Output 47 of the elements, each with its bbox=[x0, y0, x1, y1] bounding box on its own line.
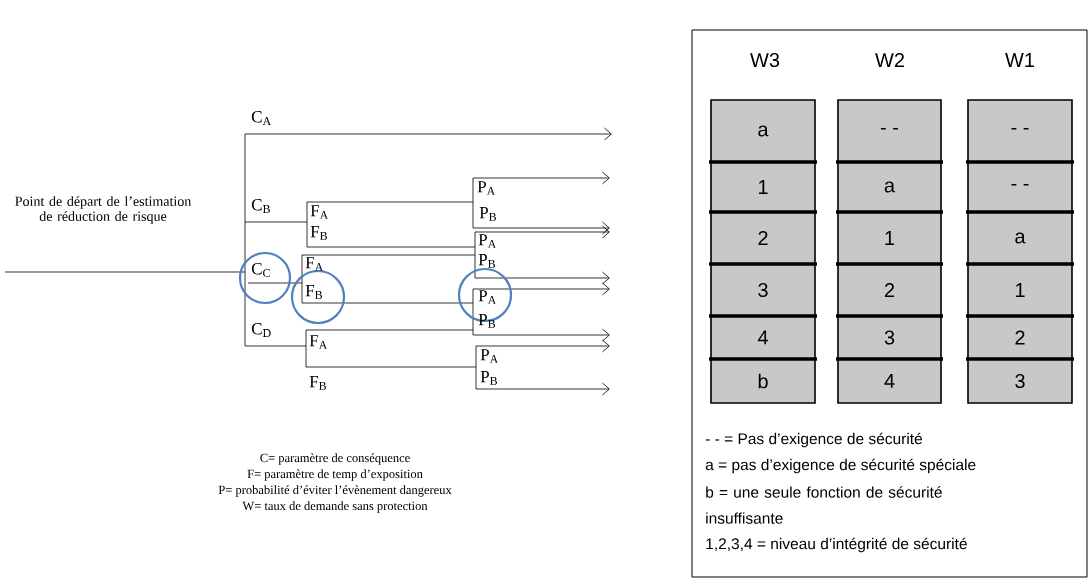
branch-label: P$_{A}$ bbox=[478, 234, 497, 248]
branch-label: P$_{B}$ bbox=[480, 371, 497, 385]
table-cell: - - bbox=[967, 99, 1073, 163]
table-cell: - - bbox=[837, 99, 942, 163]
branch-label: C$_{C}$ bbox=[251, 263, 270, 277]
table-cell: 1 bbox=[710, 161, 816, 213]
table-cell: a bbox=[967, 211, 1073, 265]
table-cell: 1 bbox=[967, 263, 1073, 317]
branch-label: F$_{A}$ bbox=[310, 205, 329, 219]
table-cell: 4 bbox=[837, 358, 942, 404]
branch-label: C$_{D}$ bbox=[251, 323, 271, 337]
table-cell: 1 bbox=[837, 211, 942, 265]
branch-label: P$_{A}$ bbox=[480, 349, 499, 363]
table-cell: - - bbox=[967, 161, 1073, 213]
note-text: P= probabilité d’éviter l’évènement dangereux bbox=[218, 485, 452, 497]
branch-label: F$_{B}$ bbox=[305, 285, 322, 299]
table-cell: 3 bbox=[837, 315, 942, 360]
branch-label: P$_{B}$ bbox=[478, 254, 495, 268]
table-cell: a bbox=[837, 161, 942, 213]
table-cell: a bbox=[710, 99, 816, 163]
note-text: C= paramètre de conséquence bbox=[260, 453, 410, 465]
key-text: a = pas d’exigence de sécurité spéciale bbox=[705, 458, 976, 474]
table-cell: 3 bbox=[967, 358, 1073, 404]
column-heading: W2 bbox=[875, 53, 904, 67]
branch-label: F$_{B}$ bbox=[309, 376, 326, 390]
branch-label: P$_{B}$ bbox=[479, 207, 496, 221]
key-text: b = une seule fonction de sécurité insuffisante bbox=[706, 486, 942, 524]
table-cell: 2 bbox=[710, 211, 816, 265]
branch-label: C$_{A}$ bbox=[251, 111, 272, 125]
note-text: W= taux de demande sans protection bbox=[242, 501, 428, 513]
table-cell: 2 bbox=[967, 315, 1073, 360]
branch-label: F$_{A}$ bbox=[305, 257, 324, 271]
table-cell: 2 bbox=[837, 263, 942, 317]
branch-label: P$_{A}$ bbox=[477, 181, 496, 195]
branch-label: C$_{B}$ bbox=[251, 199, 270, 213]
start-label: Point de départ de l’estimation de réduction de risque bbox=[15, 196, 192, 224]
column-heading: W1 bbox=[1005, 53, 1034, 67]
branch-label: F$_{A}$ bbox=[309, 335, 328, 349]
note-text: F= paramètre de temp d’exposition bbox=[247, 469, 423, 481]
table-cell: 3 bbox=[710, 263, 816, 317]
key-text: 1,2,3,4 = niveau d’intégrité de sécurité bbox=[706, 537, 967, 553]
table-cell: b bbox=[710, 358, 816, 404]
column-heading: W3 bbox=[750, 52, 780, 68]
branch-label: F$_{B}$ bbox=[310, 226, 327, 240]
key-text: - - = Pas d’exigence de sécurité bbox=[705, 432, 922, 448]
table-cell: 4 bbox=[710, 315, 816, 360]
branch-label: P$_{A}$ bbox=[478, 290, 497, 304]
